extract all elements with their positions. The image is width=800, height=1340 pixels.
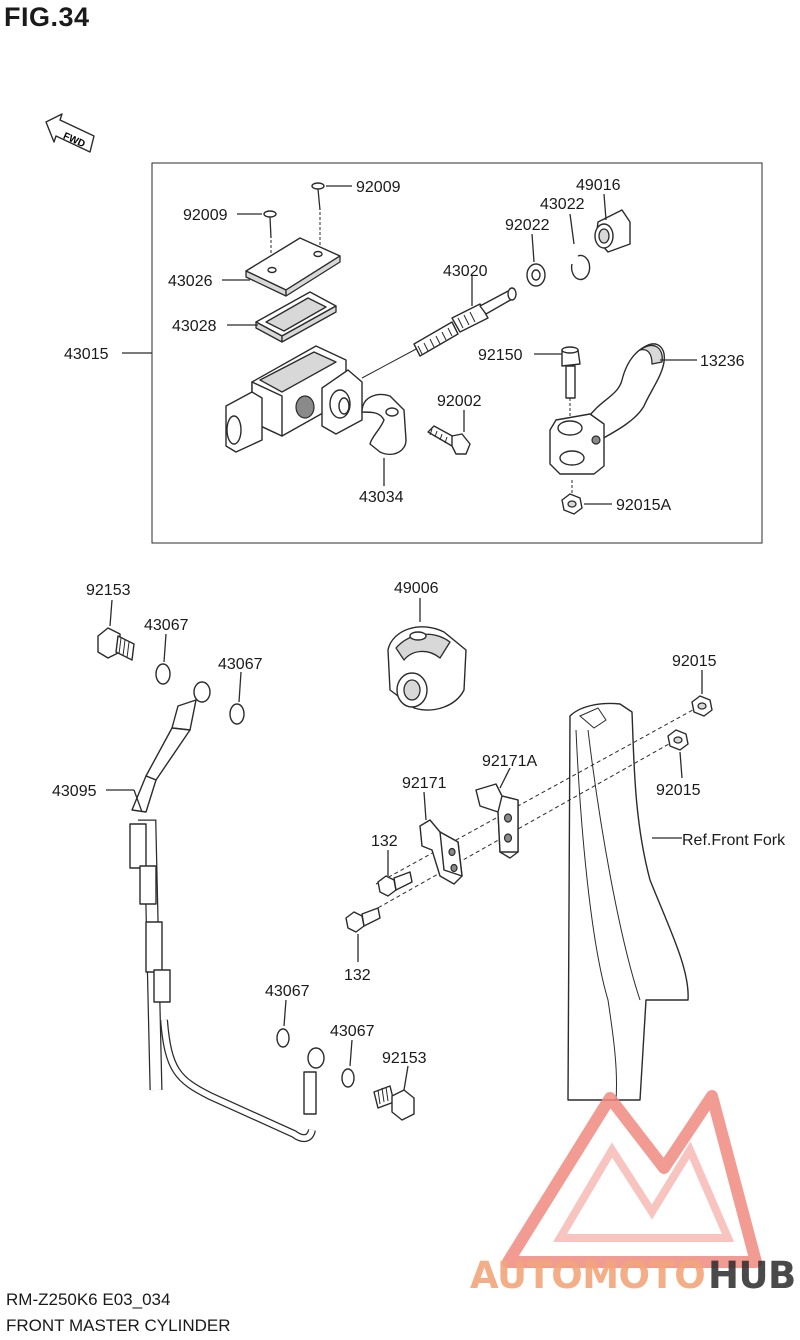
bracket-92171A — [475, 783, 519, 859]
label-92009-left: 92009 — [183, 207, 228, 224]
label-43067-b: 43067 — [218, 656, 263, 673]
label-92153-top: 92153 — [86, 582, 131, 599]
label-43095: 43095 — [52, 783, 97, 800]
label-49016: 49016 — [576, 177, 621, 194]
label-92015A: 92015A — [616, 497, 671, 514]
label-92015-top: 92015 — [672, 653, 717, 670]
circlip-43022 — [570, 254, 591, 281]
label-92022: 92022 — [505, 217, 550, 234]
brake-hose-43095 — [129, 681, 325, 1143]
nut-92015-top — [691, 695, 713, 717]
label-49006: 49006 — [394, 580, 439, 597]
label-13236: 13236 — [700, 353, 745, 370]
washer-43067-b — [229, 703, 245, 725]
bolt-132-bottom — [345, 907, 381, 933]
watermark-automoto: AUTOMOTO — [470, 1254, 705, 1297]
washer-43067-a — [155, 663, 171, 685]
label-43020: 43020 — [443, 263, 488, 280]
bolt-132-top — [377, 871, 413, 897]
label-43067-d: 43067 — [330, 1023, 375, 1040]
master-cylinder-body — [225, 345, 363, 453]
label-43067-a: 43067 — [144, 617, 189, 634]
dust-boot-49016 — [594, 209, 631, 253]
label-43034: 43034 — [359, 489, 404, 506]
automotohub-logo — [502, 1090, 762, 1268]
screw-92009-left — [263, 210, 277, 239]
bracket-92171 — [419, 819, 463, 885]
brake-lever-13236 — [549, 343, 665, 475]
model-code: RM-Z250K6 E03_034 — [6, 1290, 171, 1309]
banjo-bolt-92153-bottom — [373, 1085, 415, 1121]
watermark-hub: HUB — [708, 1254, 796, 1297]
label-43067-c: 43067 — [265, 983, 310, 1000]
nut-92015-bottom — [667, 729, 689, 751]
front-fork-reference — [567, 702, 689, 1101]
label-132-top: 132 — [371, 833, 398, 850]
label-43028: 43028 — [172, 318, 217, 335]
lever-holder-49006 — [387, 626, 467, 711]
label-92171A: 92171A — [482, 753, 537, 770]
label-92150: 92150 — [478, 347, 523, 364]
pivot-bolt-92150 — [561, 346, 581, 399]
label-92015-bottom: 92015 — [656, 782, 701, 799]
label-92002: 92002 — [437, 393, 482, 410]
nut-92015A — [561, 493, 583, 515]
piston-assy-43020 — [361, 287, 517, 379]
washer-43067-c — [276, 1028, 290, 1048]
washer-43067-d — [341, 1068, 355, 1088]
clamp-43034 — [361, 393, 407, 456]
figure-title: FIG.34 — [4, 2, 90, 32]
label-ref-front-fork: Ref.Front Fork — [682, 832, 786, 849]
label-43015: 43015 — [64, 346, 109, 363]
label-132-bottom: 132 — [344, 967, 371, 984]
screw-92009-right — [311, 182, 325, 211]
figure-name: FRONT MASTER CYLINDER — [6, 1316, 231, 1335]
banjo-bolt-92153-top — [97, 627, 135, 661]
label-92153-bottom: 92153 — [382, 1050, 427, 1067]
label-92171: 92171 — [402, 775, 447, 792]
label-43022: 43022 — [540, 196, 585, 213]
label-92009-right: 92009 — [356, 179, 401, 196]
clamp-bolt-92002 — [427, 425, 471, 455]
master-cylinder-kit-box — [151, 162, 763, 544]
fwd-arrow-icon: FWD — [45, 113, 95, 153]
label-43026: 43026 — [168, 273, 213, 290]
